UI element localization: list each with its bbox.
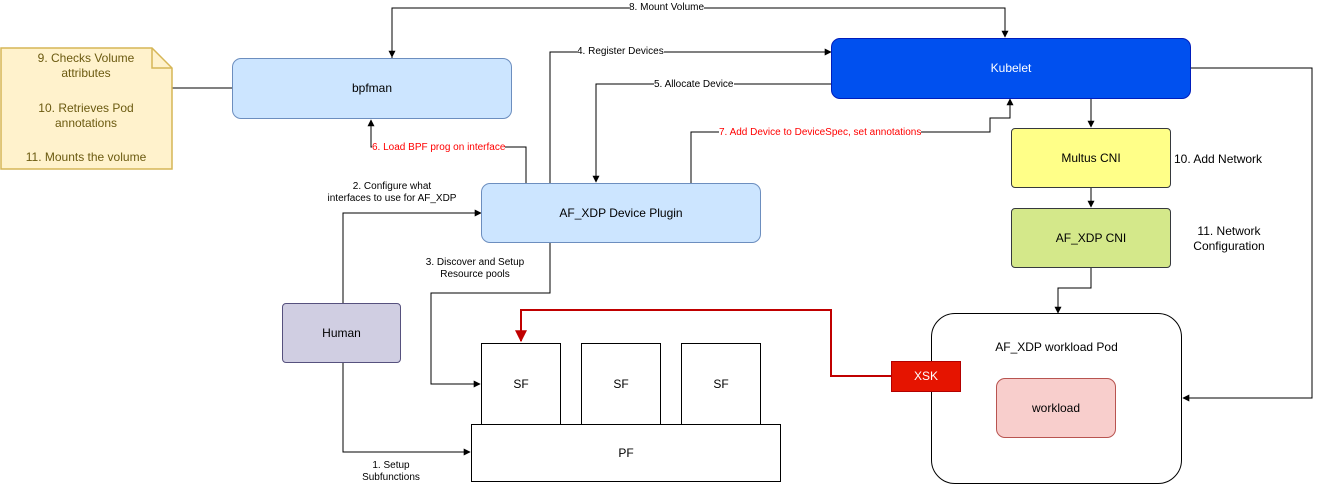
sf-label-3: SF xyxy=(713,376,729,391)
register-devices-label: 4. Register Devices xyxy=(577,46,664,58)
human-node[interactable]: Human xyxy=(282,303,401,363)
configure-arrow xyxy=(342,209,482,303)
setup-label-line-1: 1. Setup xyxy=(372,460,410,471)
bpfman-label: bpfman xyxy=(351,81,393,95)
afxdp-cni-label: AF_XDP CNI xyxy=(1055,230,1127,245)
xsk-node[interactable]: XSK xyxy=(891,361,961,392)
sf-node-1[interactable]: SF xyxy=(481,343,561,425)
kubelet-node[interactable]: Kubelet xyxy=(831,38,1191,99)
mount-volume-label: 8. Mount Volume xyxy=(629,2,705,14)
workload-node[interactable]: workload xyxy=(996,378,1116,438)
xsk-label: XSK xyxy=(913,369,938,383)
setup-arrow xyxy=(342,363,471,456)
note-text: 9. Checks Volume attributes 10. Retrieve… xyxy=(14,51,158,165)
cni-to-pod-arrow xyxy=(1054,268,1092,314)
discover-label-line-1: 3. Discover and Setup xyxy=(425,257,525,268)
discover-label-line-2: Resource pools xyxy=(440,269,510,280)
pf-label: PF xyxy=(618,445,634,460)
note-line-4: annotations xyxy=(54,116,118,130)
note-line-5: 11. Mounts the volume xyxy=(25,150,147,164)
network-configuration-line-2: Configuration xyxy=(1193,239,1265,253)
sf-label-2: SF xyxy=(613,376,629,391)
allocate-device-arrow xyxy=(592,83,831,183)
register-devices-arrow xyxy=(549,48,832,183)
add-device-label: 7. Add Device to DeviceSpec, set annotat… xyxy=(719,127,922,139)
device-plugin-node[interactable]: AF_XDP Device Plugin xyxy=(481,183,761,243)
sf-node-2[interactable]: SF xyxy=(581,343,661,425)
pf-node[interactable]: PF xyxy=(471,424,781,482)
sf-node-3[interactable]: SF xyxy=(681,343,761,425)
configure-label-line-1: 2. Configure what xyxy=(352,181,432,192)
kubelet-label: Kubelet xyxy=(990,61,1032,75)
discover-arrow xyxy=(430,243,551,388)
workload-label: workload xyxy=(1031,400,1081,415)
afxdp-cni-node[interactable]: AF_XDP CNI xyxy=(1011,208,1171,268)
sf-label-1: SF xyxy=(513,376,529,391)
device-plugin-label: AF_XDP Device Plugin xyxy=(559,205,683,220)
multus-cni-node[interactable]: Multus CNI xyxy=(1011,128,1171,188)
add-network-label: 10. Add Network xyxy=(1174,152,1263,166)
human-label: Human xyxy=(322,325,361,340)
xsk-to-sf-arrow xyxy=(515,309,891,377)
network-configuration-line-1: 11. Network xyxy=(1197,224,1261,238)
note-line-1: 9. Checks Volume xyxy=(37,51,135,65)
workload-pod-title: AF_XDP workload Pod xyxy=(995,340,1118,354)
note-line-2: attributes xyxy=(61,66,111,80)
allocate-device-label: 5. Allocate Device xyxy=(654,79,734,91)
network-configuration-label: 11. Network Configuration xyxy=(1174,224,1284,254)
bpfman-node[interactable]: bpfman xyxy=(232,58,512,119)
setup-label-line-2: Subfunctions xyxy=(362,472,420,483)
note-line-3: 10. Retrieves Pod xyxy=(38,101,134,115)
note-shape xyxy=(0,47,173,170)
load-bpf-label: 6. Load BPF prog on interface xyxy=(372,142,506,154)
discover-label: 3. Discover and Setup Resource pools xyxy=(410,257,540,281)
add-device-arrow xyxy=(690,98,1014,183)
configure-label-line-2: interfaces to use for AF_XDP xyxy=(327,193,457,204)
multus-cni-label: Multus CNI xyxy=(1061,150,1121,165)
setup-label: 1. Setup Subfunctions xyxy=(345,460,437,484)
configure-label: 2. Configure what interfaces to use for … xyxy=(303,181,481,205)
kubelet-to-pod-arrow xyxy=(1182,67,1313,402)
